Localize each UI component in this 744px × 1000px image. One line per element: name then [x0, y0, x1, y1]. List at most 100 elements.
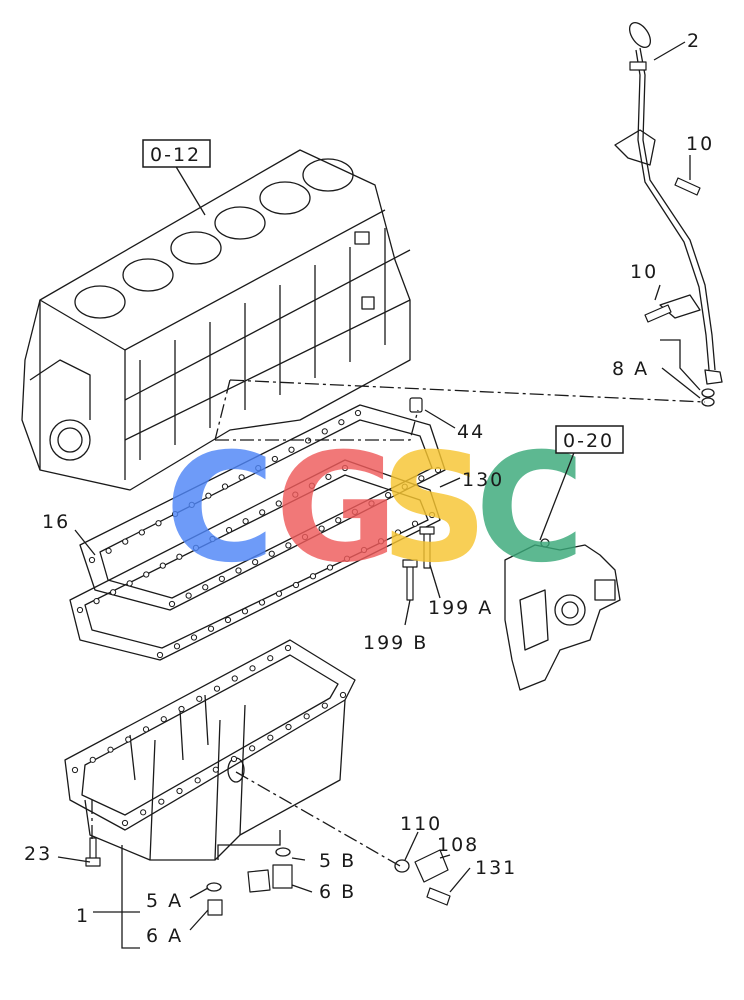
bolt-hole: [107, 746, 114, 753]
bolt-hole: [341, 464, 349, 472]
callout-131: 131: [475, 857, 517, 879]
bolt-hole: [176, 787, 183, 795]
bolt-hole: [155, 520, 162, 527]
bolt-hole: [190, 634, 198, 641]
gasket-drawing: [69, 397, 446, 661]
bolt-hole: [93, 598, 100, 605]
bolt-hole: [126, 580, 133, 587]
bolt-hole: [168, 600, 176, 608]
callout-110: 110: [400, 813, 442, 835]
bolt-hole: [285, 723, 292, 731]
bolt-hole: [89, 756, 96, 763]
leader-lines: [57, 41, 701, 949]
callout-1: 1: [76, 905, 90, 927]
callout-2: 2: [687, 30, 701, 52]
bolt-hole: [428, 511, 436, 519]
bolt-hole: [230, 755, 238, 763]
bolt-hole: [218, 575, 225, 582]
bolt-hole: [176, 553, 183, 560]
bolt-hole: [267, 734, 274, 741]
bolt-hole: [173, 643, 181, 650]
bolt-hole: [271, 455, 278, 463]
bolt-hole: [231, 675, 238, 682]
bolt-hole: [156, 651, 164, 659]
bolt-hole: [241, 608, 249, 615]
callout-16: 16: [42, 511, 70, 533]
bolt-hole: [224, 616, 232, 624]
watermark-letter-2: G: [275, 422, 398, 596]
bolt-hole: [385, 492, 392, 499]
bolt-hole: [105, 547, 112, 554]
callout-108: 108: [437, 834, 479, 856]
oil-pan-drawing: [64, 639, 451, 916]
bolt-hole: [335, 517, 342, 524]
bolt-hole: [303, 713, 310, 720]
bolt-hole: [275, 500, 282, 507]
callout-44: 44: [457, 421, 485, 443]
bolt-hole: [267, 655, 274, 662]
bolt-hole: [325, 473, 332, 480]
bolt-hole: [242, 518, 249, 525]
watermark: C G S C: [165, 422, 585, 596]
bolt-hole: [308, 482, 315, 489]
callout-199b: 199 B: [363, 632, 428, 654]
bolt-hole: [188, 501, 195, 508]
bolt-hole: [351, 508, 358, 515]
bolt-hole: [207, 625, 215, 632]
watermark-letter-3: S: [380, 422, 488, 596]
bolt-hole: [249, 745, 256, 752]
bolt-hole: [121, 819, 129, 827]
bolt-hole: [288, 446, 295, 453]
bolt-hole: [194, 777, 201, 784]
bolt-hole: [249, 665, 256, 672]
bolt-hole: [292, 581, 300, 589]
bolt-hole: [255, 465, 262, 472]
ref-box-0-12: [142, 139, 211, 168]
ref-label-0-12: 0-12: [150, 144, 201, 166]
bolt-hole: [285, 542, 292, 549]
bolt-hole: [110, 589, 117, 596]
bolt-hole: [321, 428, 328, 435]
bolt-hole: [259, 509, 266, 516]
ref-box-0-20: [555, 425, 624, 454]
bolt-hole: [339, 691, 347, 699]
callout-6a: 6 A: [146, 925, 183, 947]
bolt-hole: [225, 527, 233, 534]
bolt-hole: [301, 533, 309, 541]
callout-10-lower: 10: [630, 261, 658, 283]
bolt-hole: [221, 483, 229, 490]
bolt-hole: [192, 544, 200, 551]
bolt-hole: [172, 510, 179, 518]
bolt-hole: [309, 573, 317, 580]
bolt-hole: [142, 726, 150, 733]
front-cover-drawing: [504, 538, 621, 691]
bolt-hole: [434, 466, 442, 474]
bolt-hole: [368, 500, 375, 507]
bolt-hole: [122, 538, 129, 545]
bolt-hole: [360, 546, 368, 554]
bolt-hole: [321, 702, 328, 709]
bolt-hole: [71, 766, 79, 774]
bolt-hole: [213, 685, 221, 692]
bolt-hole: [138, 529, 145, 536]
bolt-hole: [143, 571, 150, 578]
bolt-hole: [275, 590, 283, 597]
callout-8a: 8 A: [612, 358, 649, 380]
bolt-hole: [284, 644, 292, 652]
bolt-hole: [377, 538, 385, 545]
bolt-hole: [196, 695, 203, 702]
bolt-hole: [125, 736, 132, 743]
bolt-hole: [252, 559, 259, 566]
bolt-hole: [158, 798, 165, 805]
bolt-hole: [268, 550, 275, 557]
callout-10-upper: 10: [686, 133, 714, 155]
bolt-hole: [338, 419, 345, 426]
callout-6b: 6 B: [319, 881, 356, 903]
bolt-hole: [354, 409, 362, 417]
bolt-hole: [205, 492, 212, 499]
bolt-hole: [185, 592, 192, 599]
callout-5b: 5 B: [319, 850, 356, 872]
bolt-hole: [258, 599, 266, 606]
bolt-hole: [76, 606, 84, 614]
